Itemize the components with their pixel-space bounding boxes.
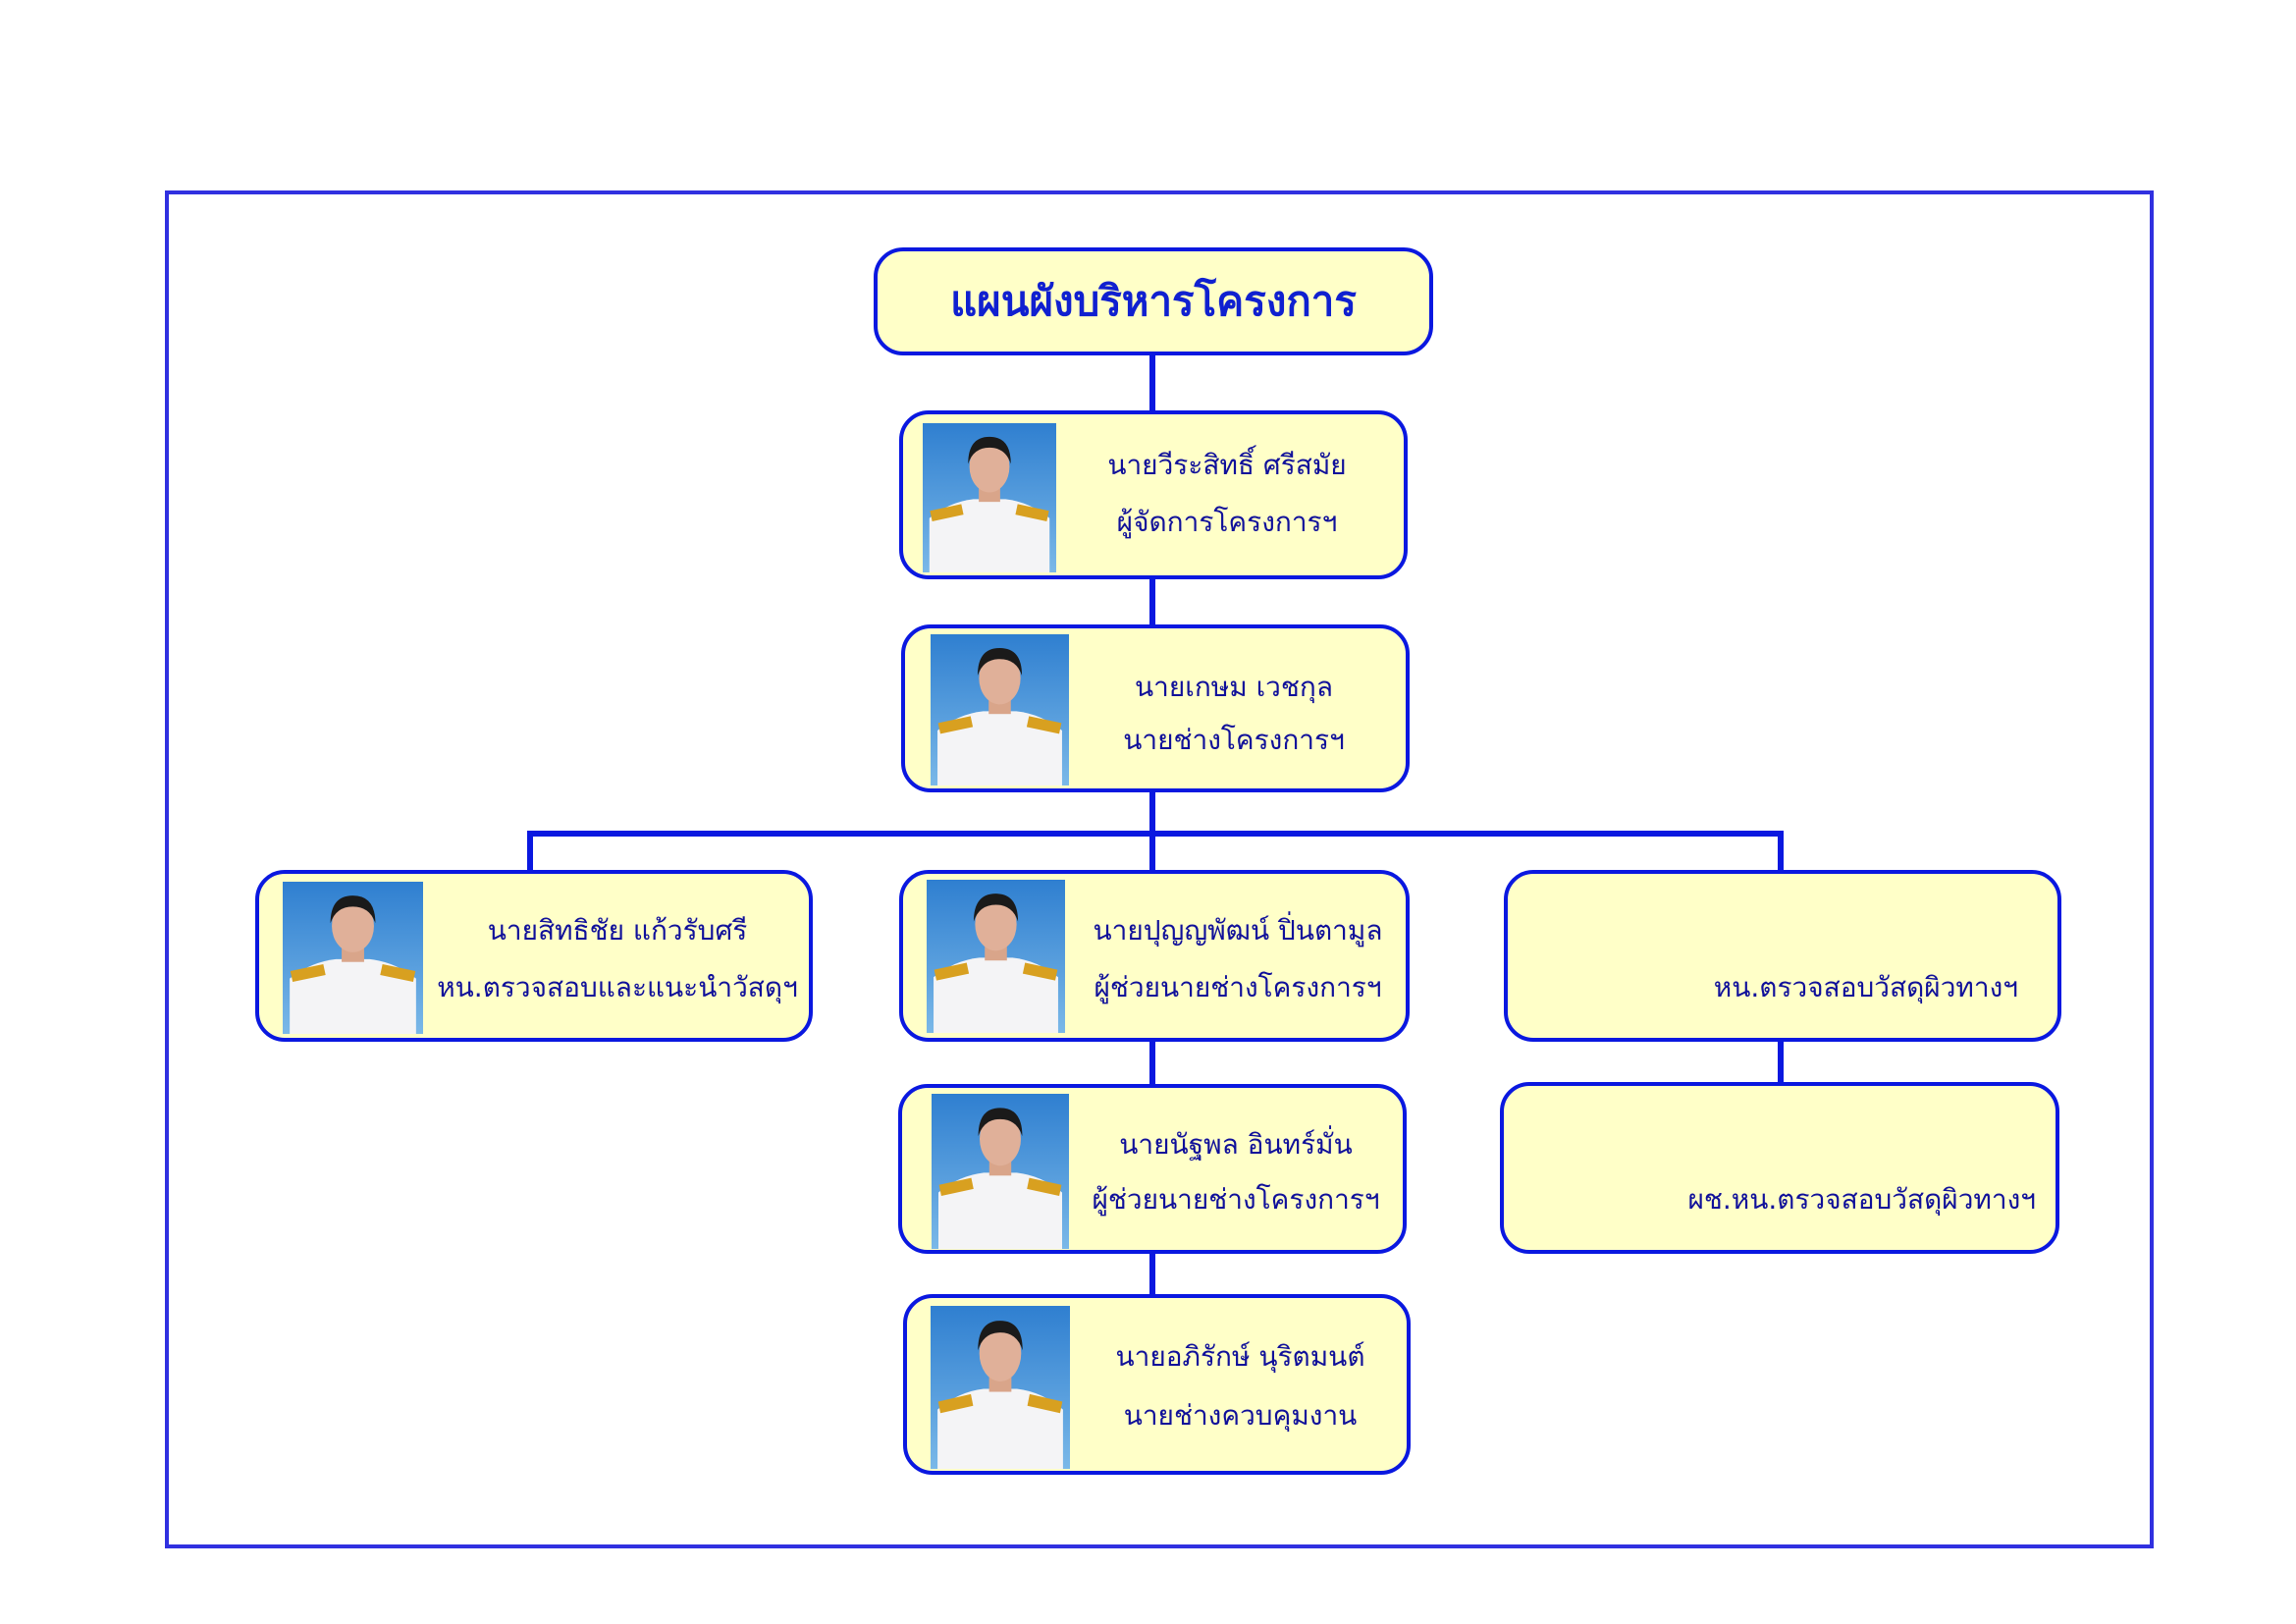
connector <box>527 831 533 870</box>
connector <box>1149 1254 1155 1294</box>
member-card-project-manager: นายวีระสิทธิ์ ศรีสมัย ผู้จัดการโครงการฯ <box>899 410 1408 579</box>
member-name: นายปุญญพัฒน์ ปิ่นตามูล <box>1093 914 1383 947</box>
member-card-surface-materials-head: หน.ตรวจสอบวัสดุผิวทางฯ <box>1504 870 2061 1042</box>
connector <box>1778 831 1784 870</box>
member-name: นายเกษม เวชกุล <box>1134 671 1333 703</box>
member-name: นายวีระสิทธิ์ ศรีสมัย <box>1107 449 1347 481</box>
member-photo <box>931 634 1069 785</box>
member-role: หน.ตรวจสอบวัสดุผิวทางฯ <box>1713 971 2018 1003</box>
member-card-assistant-engineer-2: นายนัฐพล อินทร์มั่น ผู้ช่วยนายช่างโครงกา… <box>898 1084 1407 1254</box>
member-card-site-supervisor: นายอภิรักษ์ นุริตมนต์ นายช่างควบคุมงาน <box>903 1294 1411 1475</box>
member-photo <box>923 423 1056 572</box>
member-photo <box>283 882 423 1034</box>
member-card-surface-materials-assistant: ผช.หน.ตรวจสอบวัสดุผิวทางฯ <box>1500 1082 2059 1254</box>
member-card-assistant-engineer-1: นายปุญญพัฒน์ ปิ่นตามูล ผู้ช่วยนายช่างโคร… <box>899 870 1410 1042</box>
connector <box>527 831 1784 837</box>
connector <box>1149 579 1155 624</box>
member-role: นายช่างโครงการฯ <box>1123 724 1345 756</box>
connector <box>1149 355 1155 410</box>
member-role: ผู้ช่วยนายช่างโครงการฯ <box>1094 971 1382 1003</box>
member-card-materials-head: นายสิทธิชัย แก้วรับศรี หน.ตรวจสอบและแนะน… <box>255 870 813 1042</box>
member-role: ผช.หน.ตรวจสอบวัสดุผิวทางฯ <box>1687 1183 2036 1216</box>
member-card-project-engineer: นายเกษม เวชกุล นายช่างโครงการฯ <box>901 624 1410 792</box>
member-name: นายนัฐพล อินทร์มั่น <box>1119 1128 1353 1161</box>
member-photo <box>927 880 1065 1033</box>
member-role: ผู้ช่วยนายช่างโครงการฯ <box>1092 1183 1380 1216</box>
member-photo <box>932 1094 1069 1249</box>
member-photo <box>931 1306 1070 1469</box>
chart-title-box: แผนผังบริหารโครงการ <box>874 247 1433 355</box>
connector <box>1149 1042 1155 1084</box>
chart-frame <box>165 190 2154 1548</box>
chart-title: แผนผังบริหารโครงการ <box>950 277 1357 325</box>
member-role: ผู้จัดการโครงการฯ <box>1116 506 1338 538</box>
member-name: นายสิทธิชัย แก้วรับศรี <box>487 914 748 947</box>
member-role: หน.ตรวจสอบและแนะนำวัสดุฯ <box>437 971 798 1003</box>
connector <box>1778 1042 1784 1082</box>
member-role: นายช่างควบคุมงาน <box>1123 1399 1358 1432</box>
member-name: นายอภิรักษ์ นุริตมนต์ <box>1115 1340 1365 1373</box>
